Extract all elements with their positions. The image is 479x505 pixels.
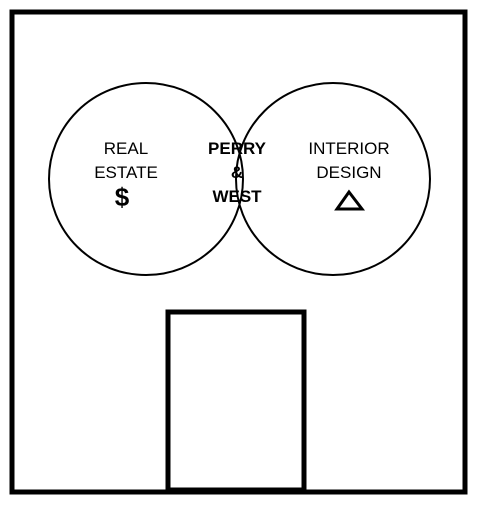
left-circle-label-line-2: ESTATE <box>94 163 158 182</box>
overlap-label-line-1: PERRY <box>208 139 267 158</box>
overlap-label-line-3: WEST <box>212 187 262 206</box>
left-circle-label-line-1: REAL <box>104 139 148 158</box>
dollar-sign-icon: $ <box>115 182 130 212</box>
right-circle <box>235 82 431 276</box>
right-circle-label-line-2: DESIGN <box>316 163 381 182</box>
door <box>165 309 307 493</box>
overlap-label-line-2: & <box>231 163 243 182</box>
right-circle-label-line-1: INTERIOR <box>308 139 389 158</box>
left-circle <box>48 82 244 276</box>
triangle-icon <box>334 189 366 211</box>
